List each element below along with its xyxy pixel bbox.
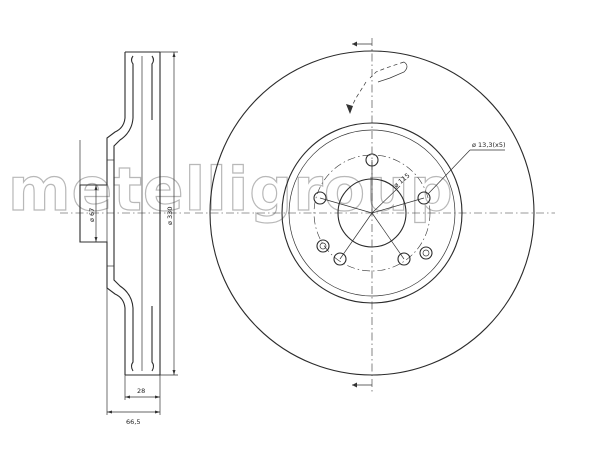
disc-outer-edge — [209, 50, 535, 376]
locating-hole-right-inner — [422, 249, 430, 257]
watermark-text: metelligroup — [8, 155, 454, 225]
dim-thickness-label: 28 — [137, 387, 145, 395]
hat-outer-edge — [288, 129, 456, 297]
arrow-total-right — [155, 410, 160, 414]
arrow-outer-bottom — [172, 370, 176, 375]
arrow-total-left — [107, 410, 112, 414]
locating-hole-left — [316, 239, 330, 253]
locating-hole-right — [419, 246, 433, 260]
dim-total-label: 66,5 — [126, 418, 140, 426]
bolt-leader — [427, 149, 471, 195]
hub-inner-profile — [113, 117, 134, 309]
radial-line-3 — [371, 212, 405, 260]
bolt-holes-label: ø 13,3(x5) — [472, 141, 506, 149]
pcd-circle — [313, 154, 431, 272]
arrow-thickness-right — [155, 395, 160, 399]
rotation-marker-curve — [377, 61, 408, 83]
hub-outer-profile — [79, 117, 126, 309]
bolt-hole-3 — [397, 252, 411, 266]
section-arrow-bottom — [352, 382, 357, 388]
radial-line-5 — [319, 197, 373, 214]
rotation-marker-dash — [349, 81, 367, 111]
pcd-leader — [371, 185, 401, 214]
arrow-hub-bottom — [94, 237, 98, 242]
arrow-thickness-left — [125, 395, 130, 399]
vent-wall-top-right — [151, 55, 155, 120]
friction-ring-inner — [281, 122, 463, 304]
locating-hole-left-inner — [319, 242, 327, 250]
side-view: 28 66,5 ø 67 ø 330 — [60, 51, 190, 426]
front-view: ø 115 ø 13,3(x5) — [195, 38, 555, 392]
vent-wall-top-left — [130, 55, 134, 118]
radial-line-2 — [371, 197, 425, 214]
bolt-hole-2 — [417, 191, 431, 205]
arrow-hub-top — [94, 185, 98, 190]
bolt-hole-4 — [333, 252, 347, 266]
vent-wall-bottom-left — [130, 308, 134, 372]
dim-hub-diameter-label: ø 67 — [88, 208, 96, 222]
section-arrow-top — [352, 41, 357, 47]
dim-outer-diameter-label: ø 330 — [166, 207, 174, 225]
arrow-outer-top — [172, 52, 176, 57]
rotation-marker-arrow — [346, 104, 353, 114]
bolt-hole-5 — [313, 191, 327, 205]
vent-wall-bottom-right — [151, 306, 155, 372]
rotation-marker-top — [369, 61, 405, 79]
radial-line-4 — [339, 212, 373, 260]
